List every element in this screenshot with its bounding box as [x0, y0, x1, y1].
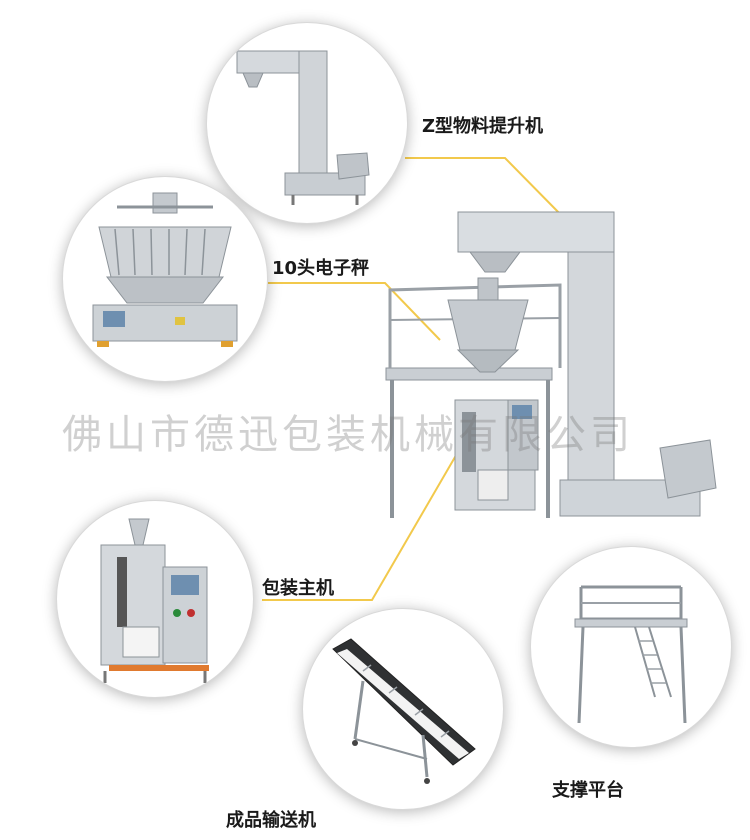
z-elevator-icon — [236, 50, 370, 205]
label-elevator: Z型物料提升机 — [422, 116, 544, 137]
watermark: 佛山市德迅包装机械有限公司 — [62, 412, 634, 458]
multihead-weigher-icon — [92, 192, 238, 347]
label-platform: 支撑平台 — [552, 780, 624, 801]
label-conveyor: 成品输送机 — [226, 810, 316, 831]
packer-circle — [56, 500, 254, 698]
conveyor-circle — [302, 608, 504, 810]
leader-packer — [262, 444, 463, 601]
leader-weigher — [268, 282, 441, 341]
packing-machine-icon — [100, 518, 209, 683]
label-weigher: 10头电子秤 — [272, 258, 370, 279]
elevator-circle — [206, 22, 408, 224]
conveyor-icon — [332, 638, 476, 784]
label-packer: 包装主机 — [262, 578, 334, 599]
leader-elevator — [405, 157, 569, 223]
weigher-circle — [62, 176, 268, 382]
platform-icon — [574, 585, 688, 724]
platform-circle — [530, 546, 732, 748]
